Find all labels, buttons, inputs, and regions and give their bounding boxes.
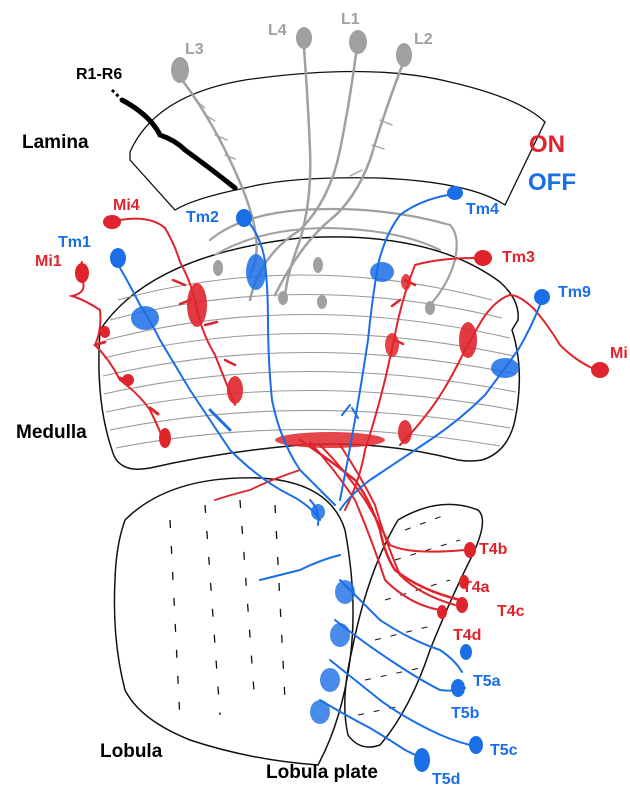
tm2-label: Tm2 (186, 209, 219, 226)
t4c-label: T4c (497, 603, 525, 620)
mi1-neuron (72, 262, 171, 448)
l1-label: L1 (341, 11, 360, 28)
tm3-neuron (345, 250, 492, 510)
lamina-label: Lamina (22, 132, 89, 153)
lobula-label: Lobula (100, 741, 163, 762)
mi1-label: Mi1 (35, 253, 62, 270)
l2-neuron (275, 43, 412, 295)
legend-off: OFF (528, 169, 576, 196)
lobula-plate-label: Lobula plate (266, 762, 378, 783)
l1-neuron (250, 30, 367, 300)
lobula-columns (170, 500, 285, 720)
t5c-label: T5c (490, 742, 518, 759)
tm1-label: Tm1 (58, 234, 91, 251)
tm9-label: Tm9 (558, 284, 591, 301)
l2-label: L2 (414, 31, 433, 48)
t5a-label: T5a (473, 673, 501, 690)
photoreceptor-label: R1-R6 (76, 66, 122, 83)
tm3-label: Tm3 (502, 249, 535, 266)
legend-on: ON (529, 131, 565, 158)
t4a-label: T4a (462, 579, 490, 596)
tm4-label: Tm4 (466, 201, 499, 218)
tm2-neuron (236, 209, 335, 505)
l4-label: L4 (268, 22, 287, 39)
mi4-label: Mi4 (113, 197, 140, 214)
medulla-label: Medulla (16, 422, 87, 443)
t4b-label: T4b (479, 541, 508, 558)
t5d-label: T5d (432, 771, 460, 788)
l4-neuron (285, 27, 312, 300)
l3-label: L3 (185, 41, 204, 58)
t5b-label: T5b (451, 705, 480, 722)
t4d-label: T4d (453, 627, 481, 644)
mi9-label: Mi (610, 345, 628, 362)
